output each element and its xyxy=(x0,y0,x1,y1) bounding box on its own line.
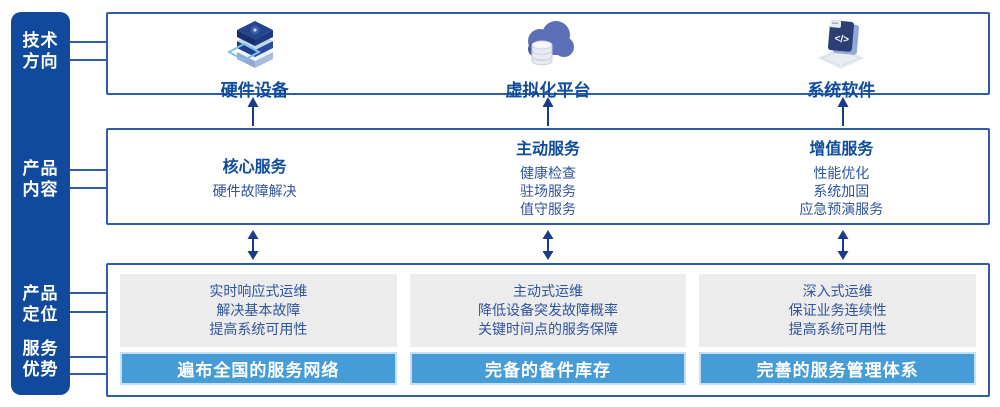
sidebar-label-product-positioning: 产品 定位 xyxy=(22,284,59,324)
software-window-icon: </> xyxy=(813,17,869,74)
tech-item-virtualization: 虚拟化平台 xyxy=(401,14,694,100)
service-column-active: 主动服务 健康检查 驻场服务 值守服务 xyxy=(401,130,694,223)
service-title: 核心服务 xyxy=(222,159,287,176)
positioning-line: 提高系统可用性 xyxy=(209,321,308,338)
advantage-bar: 遍布全国的服务网络 xyxy=(120,352,397,385)
connector-line xyxy=(70,41,107,43)
tech-label-software: 系统软件 xyxy=(807,81,876,100)
connector-line xyxy=(70,373,107,375)
connector-line xyxy=(70,311,107,313)
server-stack-icon xyxy=(226,17,282,74)
sidebar-label-tech-direction: 技术 方向 xyxy=(22,31,59,71)
service-column-core: 核心服务 硬件故障解决 xyxy=(108,130,401,223)
service-item: 应急预演服务 xyxy=(799,201,884,217)
sidebar-label-product-content: 产品 内容 xyxy=(22,159,59,199)
tech-item-hardware: 硬件设备 xyxy=(108,14,401,100)
service-item: 值守服务 xyxy=(519,201,576,217)
up-arrow xyxy=(836,97,850,127)
tech-label-hardware: 硬件设备 xyxy=(220,81,289,100)
tech-label-virtualization: 虚拟化平台 xyxy=(505,81,591,100)
advantage-bar: 完备的备件库存 xyxy=(409,352,687,385)
positioning-line: 提高系统可用性 xyxy=(788,321,887,338)
double-arrow xyxy=(541,230,555,260)
sidebar-label-service-advantage: 服务 优势 xyxy=(22,339,59,379)
service-title: 主动服务 xyxy=(515,141,580,158)
positioning-line: 深入式运维 xyxy=(802,283,873,300)
positioning-column-3: 深入式运维 保证业务连续性 提高系统可用性 完善的服务管理体系 xyxy=(699,274,977,385)
positioning-card: 深入式运维 保证业务连续性 提高系统可用性 xyxy=(699,274,977,348)
tech-item-software: </> 系统软件 xyxy=(695,14,988,100)
positioning-card: 实时响应式运维 解决基本故障 提高系统可用性 xyxy=(120,274,397,348)
product-positioning-box: 实时响应式运维 解决基本故障 提高系统可用性 遍布全国的服务网络 主动式运维 降… xyxy=(106,263,990,397)
service-item: 健康检查 xyxy=(519,165,576,181)
service-column-value-added: 增值服务 性能优化 系统加固 应急预演服务 xyxy=(695,130,988,223)
positioning-line: 关键时间点的服务保障 xyxy=(478,321,618,338)
connector-line xyxy=(70,356,107,358)
up-arrow xyxy=(246,97,260,127)
positioning-line: 主动式运维 xyxy=(513,283,583,300)
up-arrow xyxy=(541,97,555,127)
cloud-database-icon xyxy=(519,17,577,74)
positioning-line: 实时响应式运维 xyxy=(209,283,308,300)
service-item: 系统加固 xyxy=(813,183,870,199)
positioning-card: 主动式运维 降低设备突发故障概率 关键时间点的服务保障 xyxy=(409,274,687,348)
service-title: 增值服务 xyxy=(809,141,874,158)
connector-line xyxy=(70,187,107,189)
service-item: 性能优化 xyxy=(813,165,870,181)
double-arrow xyxy=(836,230,850,260)
positioning-line: 解决基本故障 xyxy=(216,302,301,319)
double-arrow xyxy=(246,230,260,260)
connector-line xyxy=(70,292,107,294)
positioning-line: 保证业务连续性 xyxy=(788,302,887,319)
connector-line xyxy=(70,59,107,61)
product-content-box: 核心服务 硬件故障解决 主动服务 健康检查 驻场服务 值守服务 增值服务 性能优… xyxy=(106,128,990,225)
service-item: 驻场服务 xyxy=(519,183,576,199)
advantage-bar: 完善的服务管理体系 xyxy=(699,352,977,385)
connector-line xyxy=(70,169,107,171)
positioning-line: 降低设备突发故障概率 xyxy=(478,302,618,319)
service-item: 硬件故障解决 xyxy=(212,183,297,199)
svg-text:</>: </> xyxy=(834,33,850,45)
positioning-column-1: 实时响应式运维 解决基本故障 提高系统可用性 遍布全国的服务网络 xyxy=(120,274,397,385)
positioning-column-2: 主动式运维 降低设备突发故障概率 关键时间点的服务保障 完备的备件库存 xyxy=(409,274,687,385)
tech-direction-box: 硬件设备 虚拟化 xyxy=(106,12,990,100)
category-sidebar xyxy=(11,12,70,395)
